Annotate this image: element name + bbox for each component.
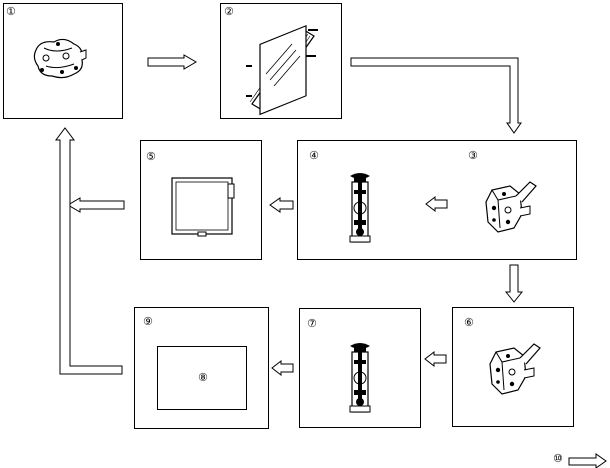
label-7: ⑦ xyxy=(307,317,317,330)
valve-block-icon-lower xyxy=(489,343,541,395)
expansion-valve-icon-lower xyxy=(349,342,371,413)
label-2: ② xyxy=(224,5,234,18)
box-valve-block-lower xyxy=(452,307,574,427)
box-inner-8 xyxy=(157,346,247,410)
label-10: ⑩ xyxy=(553,452,563,465)
arrow-valve-to-expansion-upper xyxy=(425,195,448,213)
label-6: ⑥ xyxy=(464,316,474,329)
expansion-valve-icon-upper xyxy=(349,172,371,243)
arrow-compressor-to-condenser xyxy=(147,54,197,70)
arrow-legend-10 xyxy=(568,453,607,468)
arrow-return-to-compressor xyxy=(55,127,123,375)
label-9: ⑨ xyxy=(143,315,153,328)
arrow-down-to-valve-lower xyxy=(504,264,524,303)
valve-block-icon-upper xyxy=(485,181,537,233)
arrow-expansion-to-evaporator xyxy=(269,197,294,213)
label-1: ① xyxy=(6,5,16,18)
arrow-expansion-lower-to-box9 xyxy=(271,359,294,377)
arrow-evaporator-left xyxy=(67,197,125,213)
label-8: ⑧ xyxy=(198,371,208,384)
label-3: ③ xyxy=(468,149,478,162)
arrow-valve-lower-to-expansion xyxy=(424,350,447,368)
arrow-condenser-to-valve xyxy=(350,57,522,134)
evaporator-icon xyxy=(171,177,235,237)
compressor-icon xyxy=(33,38,87,79)
label-5: ⑤ xyxy=(146,150,156,163)
condenser-panel xyxy=(259,24,307,116)
label-4: ④ xyxy=(309,149,319,162)
